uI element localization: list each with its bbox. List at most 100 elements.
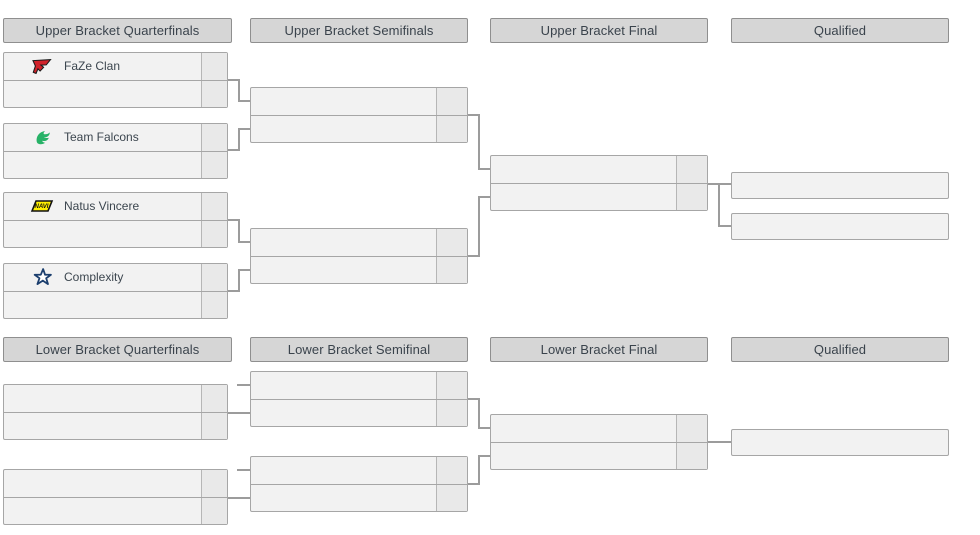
team-slot-empty bbox=[4, 470, 201, 497]
match-row bbox=[491, 415, 707, 442]
score-cell bbox=[676, 415, 707, 442]
team-slot-empty bbox=[4, 221, 201, 248]
score-cell bbox=[201, 193, 227, 220]
score-cell bbox=[436, 372, 467, 399]
match-row bbox=[251, 457, 467, 484]
match-ubqf2: Team Falcons bbox=[3, 123, 228, 179]
header-upper-bracket-final: Upper Bracket Final bbox=[490, 18, 708, 43]
match-row bbox=[251, 229, 467, 256]
match-row bbox=[491, 156, 707, 183]
score-cell bbox=[201, 385, 227, 412]
score-cell bbox=[201, 497, 227, 524]
match-ubsf2 bbox=[250, 228, 468, 284]
team-slot-empty bbox=[491, 184, 676, 211]
match-row bbox=[251, 398, 467, 427]
score-cell bbox=[201, 53, 227, 80]
team-name: Team Falcons bbox=[64, 130, 139, 145]
header-upper-bracket-quarterfinals: Upper Bracket Quarterfinals bbox=[3, 18, 232, 43]
qualified-slot-1 bbox=[731, 172, 949, 199]
team-slot-complexity[interactable]: Complexity bbox=[4, 264, 201, 291]
team-slot-empty bbox=[4, 292, 201, 319]
match-row bbox=[251, 255, 467, 284]
team-name: Complexity bbox=[64, 270, 124, 285]
header-lower-qualified: Qualified bbox=[731, 337, 949, 362]
match-row bbox=[4, 290, 227, 319]
match-row: FaZe Clan bbox=[4, 53, 227, 80]
score-cell bbox=[201, 151, 227, 178]
match-lbqf1 bbox=[3, 384, 228, 440]
match-lbsf1 bbox=[250, 371, 468, 427]
match-row bbox=[4, 411, 227, 440]
team-slot-empty bbox=[4, 498, 201, 525]
team-slot-team-falcons[interactable]: Team Falcons bbox=[4, 124, 201, 151]
team-slot-faze-clan[interactable]: FaZe Clan bbox=[4, 53, 201, 80]
match-row: Complexity bbox=[4, 264, 227, 291]
match-row bbox=[251, 114, 467, 143]
score-cell bbox=[436, 256, 467, 283]
match-row: Team Falcons bbox=[4, 124, 227, 151]
team-slot-empty bbox=[251, 257, 436, 284]
faze-clan-logo bbox=[29, 57, 55, 75]
match-row bbox=[251, 88, 467, 115]
score-cell bbox=[676, 442, 707, 469]
match-lower-bracket-final bbox=[490, 414, 708, 470]
svg-text:NAVI: NAVI bbox=[35, 204, 49, 210]
match-lbsf2 bbox=[250, 456, 468, 512]
team-slot-empty bbox=[491, 443, 676, 470]
match-row: NAVI Natus Vincere bbox=[4, 193, 227, 220]
team-slot-empty bbox=[491, 415, 676, 442]
team-slot-empty bbox=[251, 229, 436, 256]
match-row bbox=[251, 372, 467, 399]
score-cell bbox=[676, 156, 707, 183]
match-row bbox=[491, 182, 707, 211]
score-cell bbox=[201, 80, 227, 107]
score-cell bbox=[201, 291, 227, 318]
score-cell bbox=[201, 412, 227, 439]
match-row bbox=[251, 483, 467, 512]
team-slot-empty bbox=[251, 88, 436, 115]
match-row bbox=[491, 441, 707, 470]
team-slot-empty bbox=[251, 400, 436, 427]
match-ubqf3: NAVI Natus Vincere bbox=[3, 192, 228, 248]
team-name: FaZe Clan bbox=[64, 59, 121, 74]
score-cell bbox=[201, 220, 227, 247]
match-ubqf1: FaZe Clan bbox=[3, 52, 228, 108]
team-slot-empty bbox=[251, 372, 436, 399]
complexity-logo bbox=[29, 268, 55, 286]
score-cell bbox=[436, 88, 467, 115]
header-upper-qualified: Qualified bbox=[731, 18, 949, 43]
score-cell bbox=[201, 264, 227, 291]
team-slot-empty bbox=[251, 457, 436, 484]
match-ubqf4: Complexity bbox=[3, 263, 228, 319]
team-slot-empty bbox=[251, 116, 436, 143]
team-slot-empty bbox=[4, 385, 201, 412]
match-lbqf2 bbox=[3, 469, 228, 525]
team-slot-empty bbox=[4, 81, 201, 108]
header-upper-bracket-semifinals: Upper Bracket Semifinals bbox=[250, 18, 468, 43]
match-row bbox=[4, 470, 227, 497]
match-row bbox=[4, 150, 227, 179]
team-slot-natus-vincere[interactable]: NAVI Natus Vincere bbox=[4, 193, 201, 220]
qualified-slot-3 bbox=[731, 429, 949, 456]
score-cell bbox=[436, 115, 467, 142]
match-upper-bracket-final bbox=[490, 155, 708, 211]
score-cell bbox=[201, 124, 227, 151]
score-cell bbox=[436, 229, 467, 256]
team-slot-empty bbox=[491, 156, 676, 183]
score-cell bbox=[201, 470, 227, 497]
header-lower-bracket-final: Lower Bracket Final bbox=[490, 337, 708, 362]
header-lower-bracket-quarterfinals: Lower Bracket Quarterfinals bbox=[3, 337, 232, 362]
match-row bbox=[4, 79, 227, 108]
team-slot-empty bbox=[251, 485, 436, 512]
team-name: Natus Vincere bbox=[64, 199, 140, 214]
team-slot-empty bbox=[4, 152, 201, 179]
match-row bbox=[4, 219, 227, 248]
match-ubsf1 bbox=[250, 87, 468, 143]
qualified-slot-2 bbox=[731, 213, 949, 240]
score-cell bbox=[676, 183, 707, 210]
match-row bbox=[4, 496, 227, 525]
natus-vincere-logo: NAVI bbox=[29, 197, 55, 215]
team-slot-empty bbox=[4, 413, 201, 440]
